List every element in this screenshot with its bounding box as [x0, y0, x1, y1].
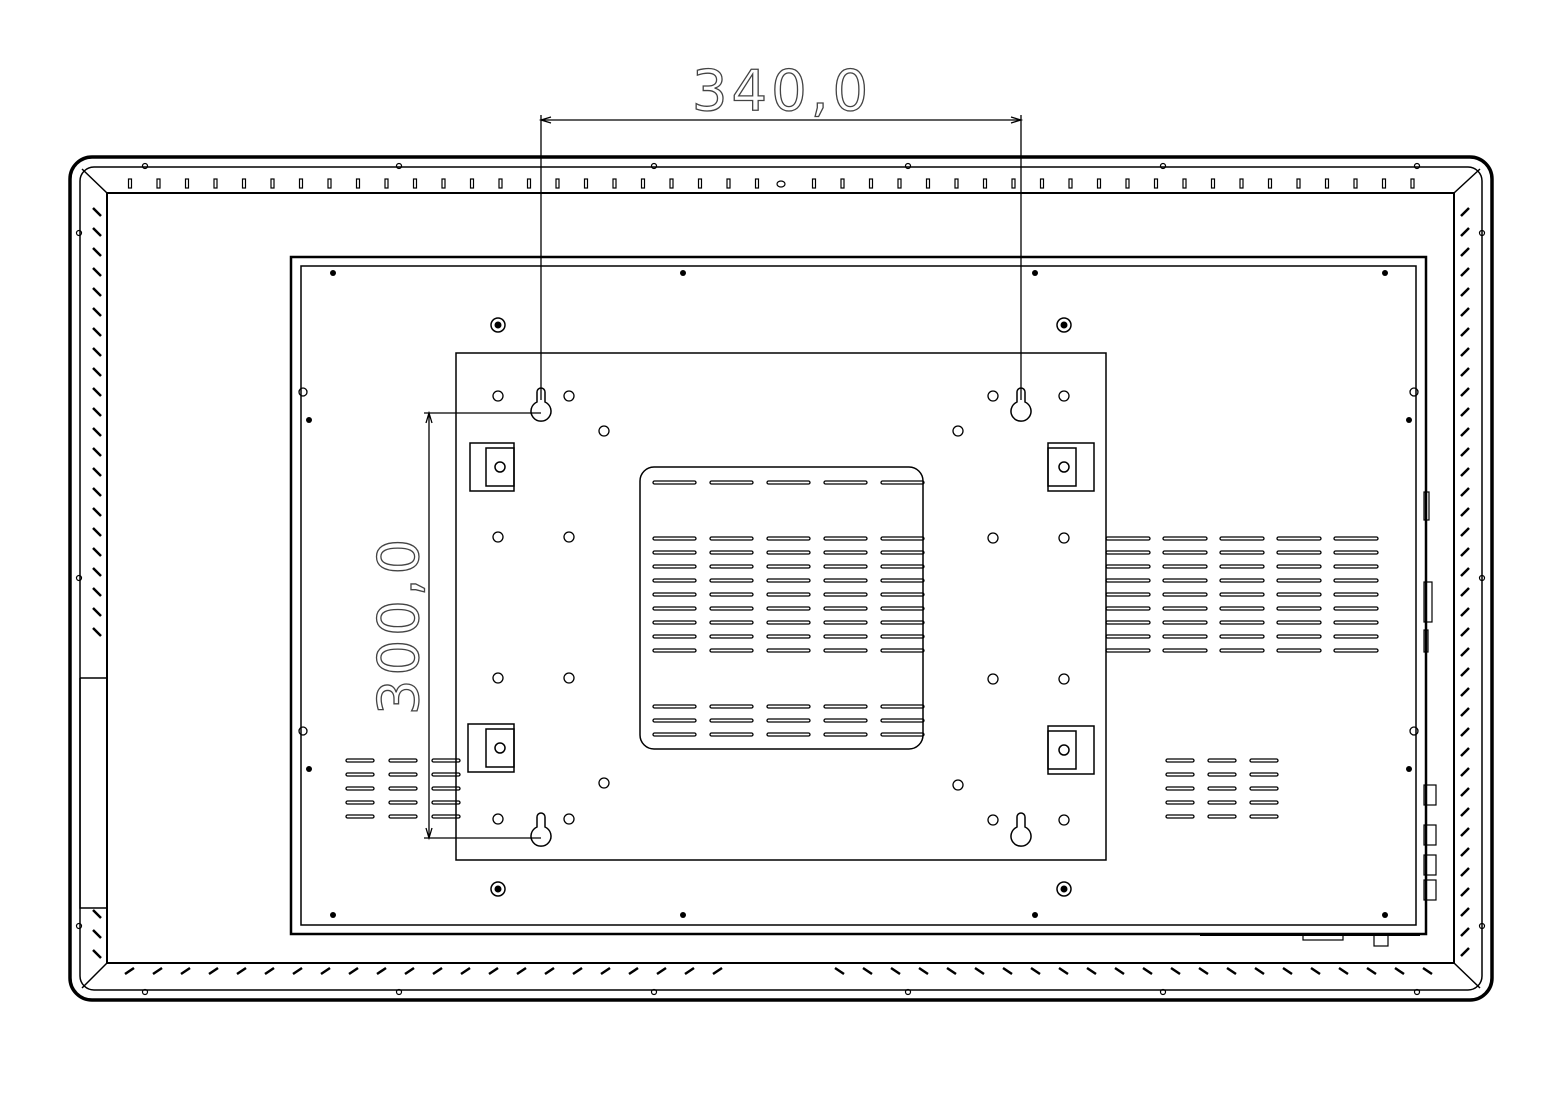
dimension-horizontal [538, 115, 1024, 400]
dimension-vertical [424, 410, 541, 841]
bezel-vent-pattern [75, 162, 1486, 996]
dimension-horizontal-label: 340,0 [692, 59, 872, 124]
mounting-plate [455, 352, 1107, 861]
side-connectors [1200, 491, 1437, 947]
mounting-plate-details [492, 390, 1070, 826]
keyhole-bottom-right [1010, 812, 1032, 847]
outer-bezel [68, 155, 1494, 1002]
bracket-top-right [1047, 442, 1095, 492]
back-panel [289, 255, 1428, 936]
dimension-vertical-label: 300,0 [367, 535, 432, 715]
keyhole-top-right [1010, 387, 1032, 422]
bracket-top-left [469, 442, 515, 492]
bracket-bottom-left [467, 723, 515, 773]
bracket-bottom-right [1047, 725, 1095, 775]
keyhole-bottom-left [530, 812, 552, 847]
back-panel-vents [298, 270, 1419, 918]
